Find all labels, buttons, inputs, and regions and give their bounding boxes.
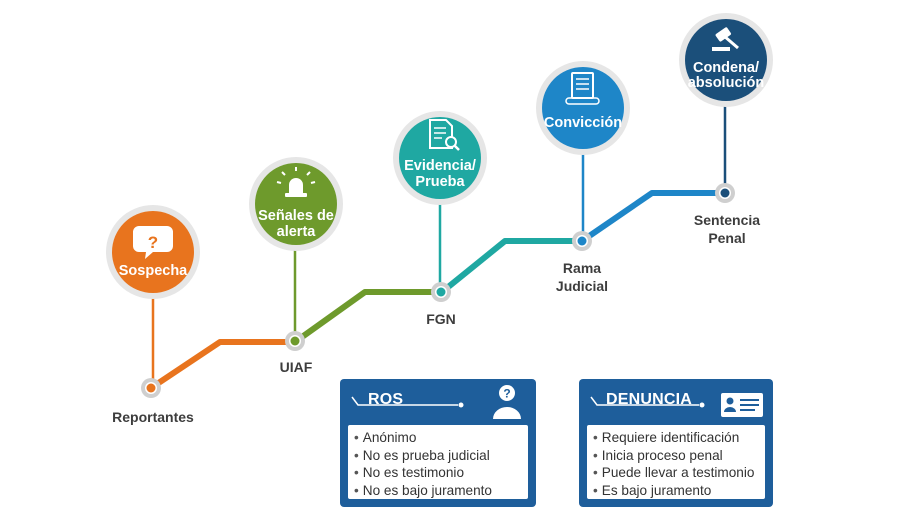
stage-title-conviccion: Convicción [544,115,622,131]
card-header-line [590,396,705,408]
node-label-fgn: FGN [426,311,456,327]
ros-card: ROS ? Anónimo No es prueba judicial No e… [340,379,536,507]
node-sentencia-penal [715,183,735,203]
denuncia-body: Requiere identificación Inicia proceso p… [587,425,765,499]
node-reportantes [141,378,161,398]
node-label-rama-1: Rama [563,260,601,276]
node-rama-judicial [572,231,592,251]
svg-text:?: ? [503,387,510,401]
stage-title-senales-1: Señales de [258,208,334,224]
node-label-sentencia-2: Penal [708,230,745,246]
denuncia-item: Puede llevar a testimonio [593,464,765,482]
denuncia-title: DENUNCIA [606,391,693,408]
stage-title-evidencia-1: Evidencia/ [404,158,476,174]
ros-item: No es testimonio [354,464,528,482]
stage-title-evidencia-2: Prueba [415,174,465,190]
path-segment-rama-sentencia [580,190,726,244]
denuncia-card: DENUNCIA Requiere identificación Inicia … [579,379,773,507]
stage-circle-condena: Condena/ absolución [679,13,773,107]
id-card-icon [721,393,763,417]
siren-icon [276,167,316,197]
denuncia-item: Requiere identificación [593,429,765,447]
ros-body: Anónimo No es prueba judicial No es test… [348,425,528,499]
stage-circle-senales: Señales de alerta [249,157,343,251]
stage-title-condena-1: Condena/ [693,60,759,76]
svg-text:?: ? [148,233,158,252]
stage-title-senales-2: alerta [277,224,317,240]
node-label-reportantes: Reportantes [112,409,194,425]
contract-icon [565,72,600,105]
question-bubble-icon: ? [133,226,173,259]
denuncia-item: Es bajo juramento [593,482,765,500]
ros-item: No es prueba judicial [354,447,528,465]
document-magnifier-icon [429,119,460,151]
stage-title-condena-2: absolución [688,75,765,91]
path-segment-reportantes-uiaf [149,339,295,391]
node-label-sentencia-1: Sentencia [694,212,760,228]
node-uiaf [285,331,305,351]
path-segment-uiaf-fgn [293,289,442,345]
person-question-icon: ? [493,385,521,419]
card-header-line [351,396,464,408]
ros-title: ROS [368,391,404,408]
gavel-icon [712,27,739,51]
stage-title-sospecha: Sospecha [119,263,188,279]
node-label-rama-2: Judicial [556,278,608,294]
denuncia-item: Inicia proceso penal [593,447,765,465]
stage-circle-evidencia: Evidencia/ Prueba [393,111,487,205]
ros-item: Anónimo [354,429,528,447]
stage-circle-conviccion: Convicción [536,61,630,155]
node-fgn [431,282,451,302]
ros-item: No es bajo juramento [354,482,528,500]
node-label-uiaf: UIAF [280,359,313,375]
path-segment-fgn-rama [440,238,582,295]
stage-circle-sospecha: ? Sospecha [106,205,200,299]
